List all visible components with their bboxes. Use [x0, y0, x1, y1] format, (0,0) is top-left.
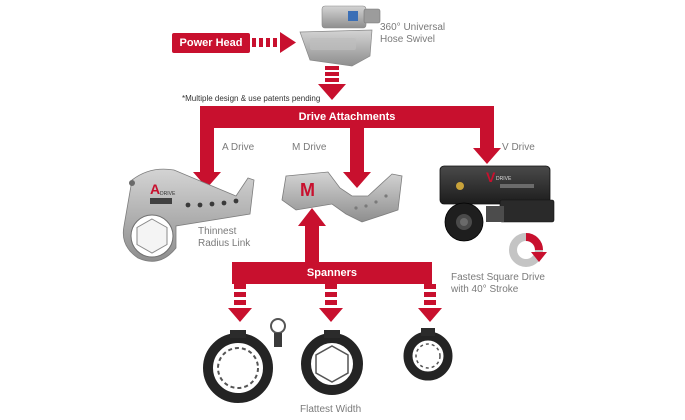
swivel-label-line1: 360° Universal	[380, 22, 446, 33]
hex-socket-icon	[270, 318, 286, 347]
rotation-icon	[509, 233, 547, 267]
a-drive-feature-line2: Radius Link	[198, 238, 251, 249]
m-drive-tool: M	[281, 171, 403, 223]
spanner-left	[203, 330, 273, 403]
a-drive-feature: Thinnest Radius Link	[198, 226, 250, 250]
v-drive-label: V Drive	[502, 142, 535, 153]
drive-attachments-title: Drive Attachments	[200, 106, 494, 128]
a-drive-logo: A DRIVE	[150, 181, 176, 197]
spanners-feature: Flattest Width	[300, 404, 362, 415]
a-drive-feature-line1: Thinnest	[198, 226, 237, 237]
patent-note: *Multiple design & use patents pending	[182, 94, 321, 103]
v-drive-logo-sub: DRIVE	[496, 176, 512, 182]
v-drive-logo-letter: V	[486, 169, 496, 185]
swivel-label: 360° Universal Hose Swivel	[380, 22, 445, 46]
m-drive-logo-letter: M	[300, 180, 315, 200]
spanners-up-arrow	[298, 208, 326, 264]
spanners-title: Spanners	[232, 262, 432, 284]
head-down-arrow	[318, 66, 346, 100]
swivel-label-line2: Hose Swivel	[380, 34, 436, 45]
power-head-arrow	[252, 32, 296, 53]
power-head-label: Power Head	[172, 33, 250, 53]
a-drive-logo-sub: DRIVE	[160, 191, 176, 197]
spanner-right	[403, 328, 453, 381]
power-head-device	[299, 5, 381, 67]
a-drive-label: A Drive	[222, 142, 255, 153]
v-drive-feature-line1: Fastest Square Drive	[451, 272, 545, 283]
v-drive-feature-line2: with 40° Stroke	[451, 284, 519, 295]
a-drive-tool	[122, 168, 255, 262]
m-drive-label: M Drive	[292, 142, 327, 153]
a-drive-logo-letter: A	[150, 181, 160, 197]
spanner-center	[301, 330, 363, 395]
v-drive-tool: V DRIVE	[439, 165, 555, 242]
v-drive-feature: Fastest Square Drive with 40° Stroke	[451, 272, 545, 296]
